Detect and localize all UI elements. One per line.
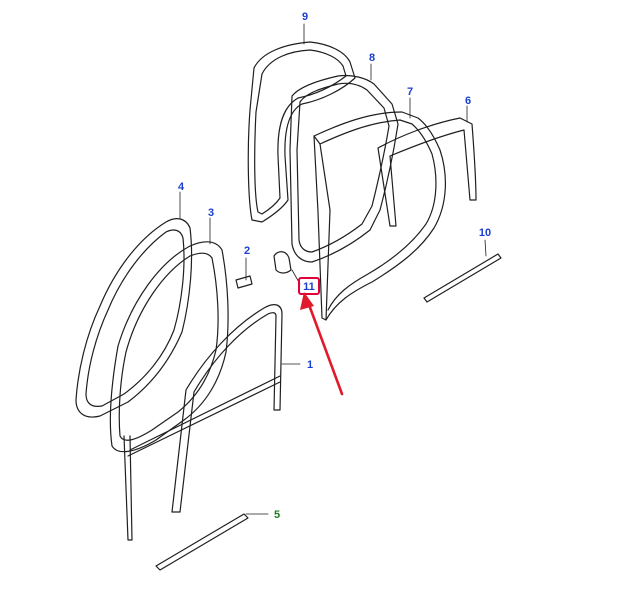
callout-8: 8 (369, 52, 375, 64)
part-7-seal (313, 111, 446, 321)
callout-11-highlight (298, 277, 320, 295)
part-6-seal (377, 117, 477, 227)
callout-7: 7 (407, 86, 413, 98)
pointer-arrow (300, 292, 344, 396)
callout-4: 4 (178, 181, 185, 193)
leader-lines (179, 23, 487, 515)
callout-3: 3 (208, 207, 214, 219)
part-11-bracket (273, 251, 292, 274)
part-10-seal (423, 253, 502, 303)
callout-10: 10 (479, 227, 491, 239)
part-9-seal (247, 41, 356, 223)
callout-1: 1 (307, 359, 313, 371)
callout-labels: 9 8 7 6 10 4 3 2 1 5 11 (178, 11, 491, 521)
part-1-seal (127, 304, 283, 513)
part-5-seal (155, 513, 249, 571)
callout-6: 6 (465, 95, 471, 107)
callout-11: 11 (303, 281, 315, 293)
part-3-seal (109, 241, 229, 541)
callout-2: 2 (244, 245, 250, 257)
part-4-seal (75, 218, 193, 418)
part-2-clip (235, 275, 253, 289)
callout-9: 9 (302, 11, 308, 23)
callout-5: 5 (274, 509, 280, 521)
